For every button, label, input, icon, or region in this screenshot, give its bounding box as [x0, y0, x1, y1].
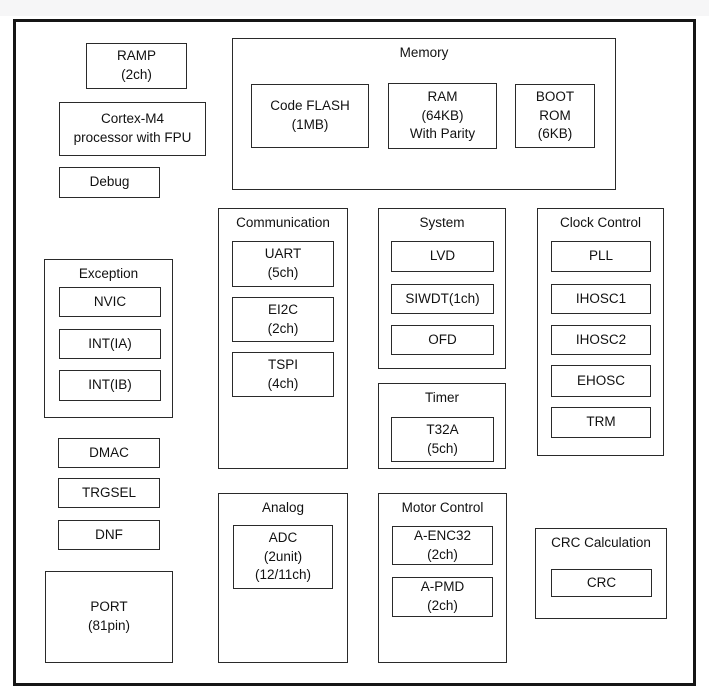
block-tspi: TSPI (4ch) — [232, 352, 334, 397]
block-trgsel: TRGSEL — [58, 478, 160, 508]
block-int-ia: INT(IA) — [59, 329, 161, 359]
group-memory: Memory Code FLASH (1MB) RAM (64KB) With … — [232, 38, 616, 190]
group-clock-control-title: Clock Control — [559, 215, 642, 230]
block-ramp: RAMP (2ch) — [86, 43, 187, 89]
top-background-strip — [0, 0, 709, 16]
block-ei2c: EI2C (2ch) — [232, 297, 334, 342]
group-system-title: System — [419, 215, 465, 230]
group-exception: Exception NVIC INT(IA) INT(IB) — [44, 259, 173, 418]
group-timer: Timer T32A (5ch) — [378, 383, 506, 469]
group-timer-title: Timer — [425, 390, 459, 405]
group-communication: Communication UART (5ch) EI2C (2ch) TSPI… — [218, 208, 348, 469]
group-motor-control-title: Motor Control — [401, 500, 484, 515]
block-ihosc2: IHOSC2 — [551, 325, 651, 355]
block-dnf: DNF — [58, 520, 160, 550]
block-code-flash: Code FLASH (1MB) — [251, 84, 369, 148]
block-ihosc1: IHOSC1 — [551, 284, 651, 314]
group-system: System LVD SIWDT(1ch) OFD — [378, 208, 506, 369]
group-crc-calculation-title: CRC Calculation — [551, 535, 651, 550]
block-nvic: NVIC — [59, 287, 161, 317]
block-t32a: T32A (5ch) — [391, 417, 494, 462]
block-dmac: DMAC — [58, 438, 160, 468]
block-debug: Debug — [59, 167, 160, 198]
block-ofd: OFD — [391, 325, 494, 355]
group-clock-control: Clock Control PLL IHOSC1 IHOSC2 EHOSC TR… — [537, 208, 664, 456]
block-int-ib: INT(IB) — [59, 370, 161, 401]
block-ehosc: EHOSC — [551, 365, 651, 397]
group-analog-title: Analog — [261, 500, 305, 515]
group-communication-title: Communication — [236, 215, 330, 230]
block-cortex-m4: Cortex-M4 processor with FPU — [59, 102, 206, 156]
group-exception-title: Exception — [78, 266, 139, 281]
block-crc: CRC — [551, 569, 652, 597]
group-memory-title: Memory — [399, 45, 449, 60]
block-uart: UART (5ch) — [232, 241, 334, 287]
block-lvd: LVD — [391, 241, 494, 272]
block-boot-rom: BOOT ROM (6KB) — [515, 84, 595, 148]
group-analog: Analog ADC (2unit) (12/11ch) — [218, 493, 348, 663]
block-a-pmd: A-PMD (2ch) — [392, 577, 493, 617]
block-ram: RAM (64KB) With Parity — [388, 83, 497, 149]
block-siwdt: SIWDT(1ch) — [391, 284, 494, 314]
block-adc: ADC (2unit) (12/11ch) — [233, 525, 333, 589]
block-pll: PLL — [551, 241, 651, 272]
block-a-enc32: A-ENC32 (2ch) — [392, 526, 493, 565]
block-trm: TRM — [551, 407, 651, 438]
group-crc-calculation: CRC Calculation CRC — [535, 528, 667, 619]
block-port: PORT (81pin) — [45, 571, 173, 663]
group-motor-control: Motor Control A-ENC32 (2ch) A-PMD (2ch) — [378, 493, 507, 663]
